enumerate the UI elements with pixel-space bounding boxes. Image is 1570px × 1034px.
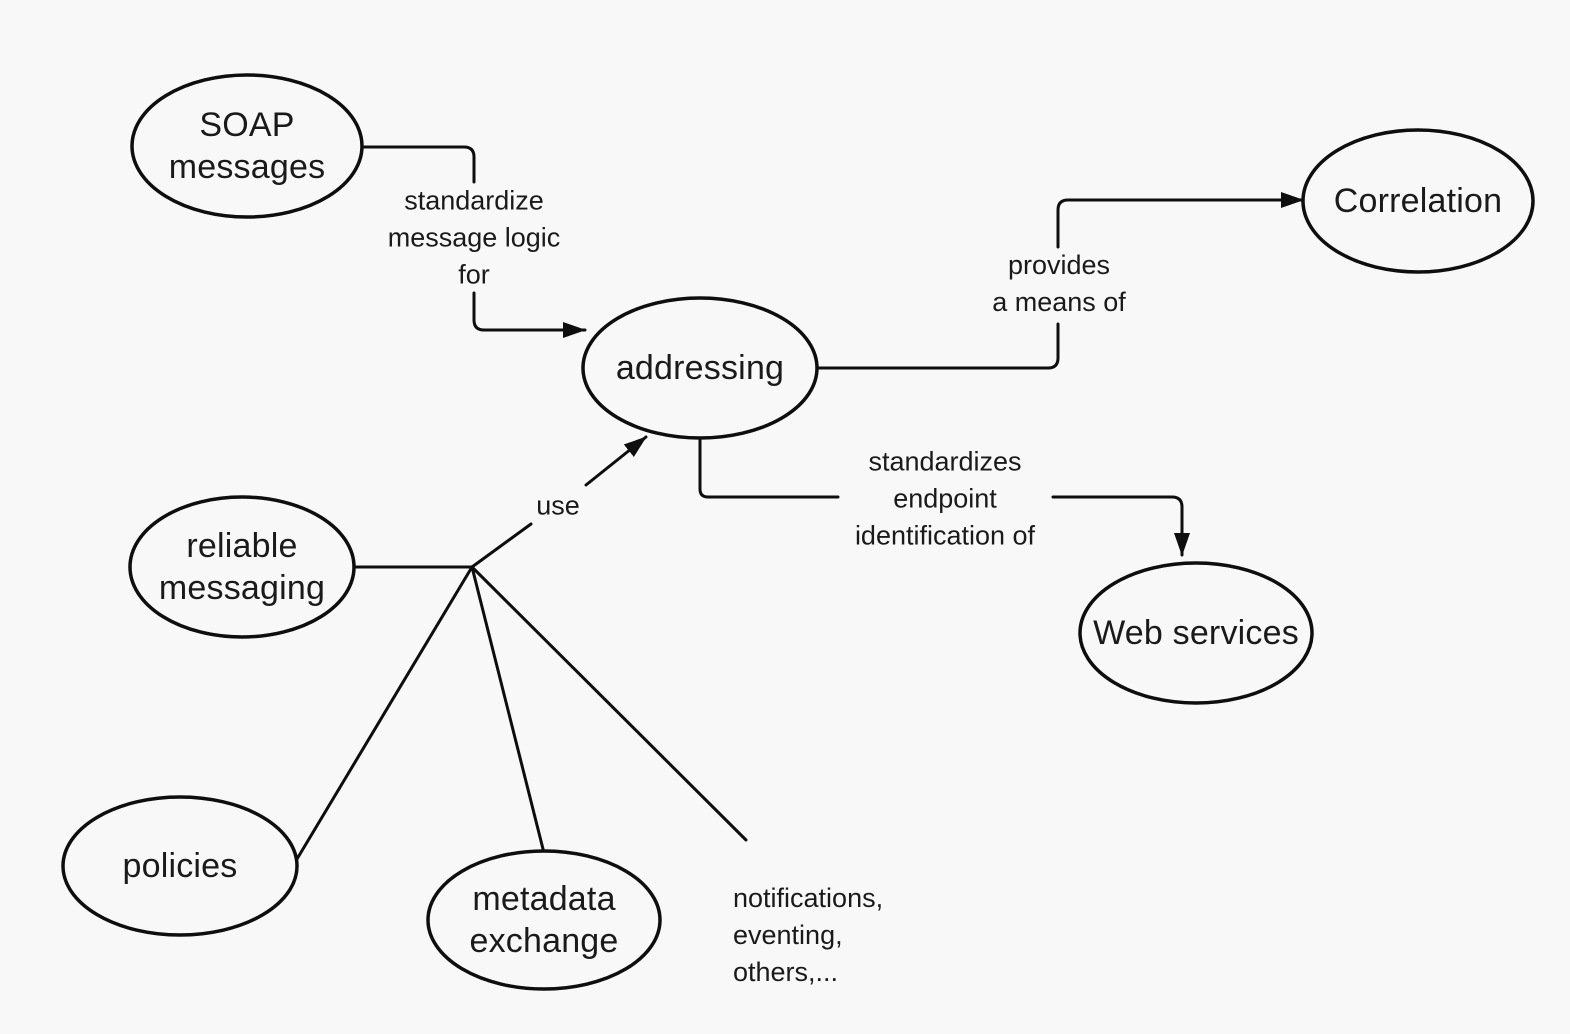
edge-label-standardizes-endpoint-identification-of: standardizes endpoint identification of bbox=[854, 446, 1036, 551]
node-policies-label: policies bbox=[122, 847, 238, 885]
node-metadata-exchange-label: metadata exchange bbox=[469, 880, 619, 960]
node-web-services-label: Web services bbox=[1093, 614, 1299, 652]
node-addressing-label: addressing bbox=[615, 349, 785, 387]
edge-label-provides-a-means-of: provides a means of bbox=[992, 250, 1126, 317]
edge-soap-to-addressing bbox=[361, 145, 585, 330]
node-policies-shape bbox=[61, 795, 299, 937]
connector-policies-to-junction bbox=[295, 565, 474, 861]
connector-metadata-exchange-to-junction bbox=[470, 565, 545, 851]
edge-addressing-to-correlation bbox=[815, 200, 1303, 370]
connector-others-to-junction bbox=[470, 565, 748, 842]
node-correlation-label: Correlation bbox=[1333, 182, 1503, 220]
edge-label-use: use bbox=[536, 490, 580, 521]
node-metadata-exchange-shape bbox=[426, 849, 662, 991]
node-reliable-messaging-label: reliable messaging bbox=[158, 527, 326, 607]
edge-label-standardize-message-logic-for: standardize message logic for bbox=[387, 185, 561, 290]
annotation-notifications-eventing-others: notifications, eventing, others,... bbox=[733, 883, 884, 987]
edge-addressing-to-web-services bbox=[698, 436, 1182, 555]
node-soap-messages-label: SOAP messages bbox=[168, 106, 326, 186]
edge-use-to-addressing bbox=[470, 437, 646, 569]
